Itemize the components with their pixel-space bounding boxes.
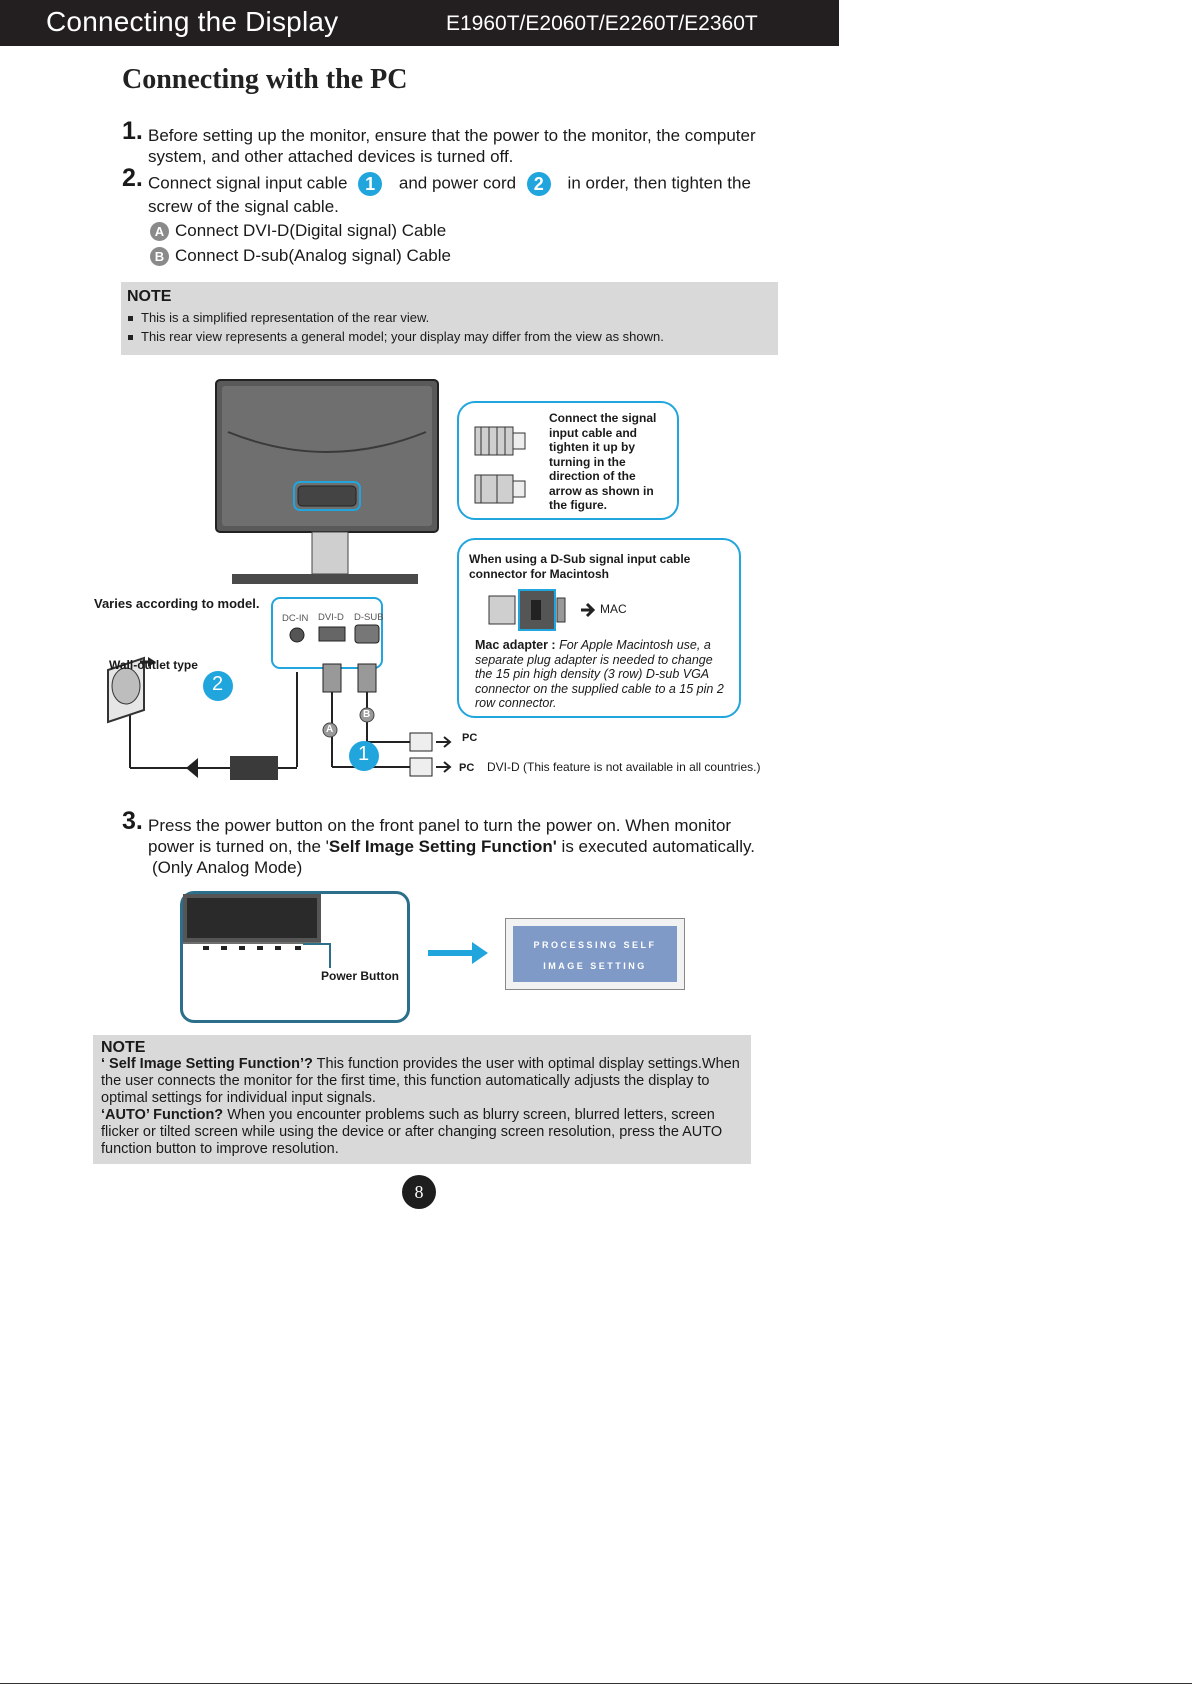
page-number: 8 (402, 1175, 436, 1209)
port-dvi-d: DVI-D (318, 612, 344, 623)
note-text: When you encounter problems such as blur… (101, 1107, 723, 1157)
pc-label: PC (462, 732, 478, 744)
pc-label: PC (459, 762, 475, 774)
power-cord-badge: 2 (526, 172, 551, 196)
note-heading: NOTE (101, 1039, 146, 1056)
mark-a: A (150, 222, 169, 242)
diagram-badge-2: 2 (212, 673, 224, 695)
step-text-part: in order, then tighten the screw of the … (148, 173, 751, 216)
varies-label: Varies according to model. (94, 596, 260, 611)
section-title: Connecting with the PC (122, 64, 408, 95)
mac-callout-title: When using a D-Sub signal input cable co… (469, 552, 691, 581)
power-button-label: Power Button (321, 969, 399, 983)
diagram-mark-a: A (326, 724, 334, 735)
step-text-bold: Self Image Setting Function' (328, 837, 557, 856)
step-text-part: (Only Analog Mode) (152, 858, 303, 877)
port-d-sub: D-SUB (354, 612, 384, 623)
step-2: 2. Connect signal input cable 1 and powe… (122, 166, 782, 217)
osd-screen: PROCESSING SELF IMAGE SETTING (505, 918, 685, 990)
step-text-part: and power cord (398, 173, 517, 193)
substep-text: Connect DVI-D(Digital signal) Cable (175, 221, 447, 240)
substep-text: Connect D-sub(Analog signal) Cable (175, 246, 451, 265)
connection-diagram (107, 379, 452, 780)
tighten-callout-text: Connect the signal input cable and tight… (549, 411, 657, 512)
note-box-2: NOTE ‘ Self Image Setting Function’? Thi… (93, 1035, 751, 1164)
mac-adapter-illustration (488, 589, 596, 631)
note-paragraph-2: ‘AUTO’ Function? When you encounter prob… (101, 1107, 747, 1158)
step-text-part: is executed automatically. (556, 837, 755, 856)
mac-adapter-label: Mac adapter : (475, 638, 556, 652)
mac-adapter-note: Mac adapter : For Apple Macintosh use, a… (475, 638, 727, 711)
mac-adapter-text: For Apple Macintosh use, a separate plug… (475, 638, 724, 710)
arrow-icon (428, 942, 488, 964)
page-title: Connecting the Display (46, 6, 339, 37)
mac-label: MAC (600, 602, 627, 616)
diagram-mark-b: B (363, 709, 371, 720)
step-text-part: Press the power button on the front pane… (148, 816, 732, 856)
step-number: 1. (122, 117, 143, 145)
connector-illustration (474, 426, 526, 504)
step-text: Connect signal input cable 1 and power c… (148, 172, 782, 217)
mac-adapter-callout: When using a D-Sub signal input cable co… (457, 538, 741, 718)
substep-a: A Connect DVI-D(Digital signal) Cable (150, 221, 447, 242)
wall-outlet-label: Wall-outlet type (109, 658, 198, 672)
note-item: This rear view represents a general mode… (128, 329, 664, 344)
signal-cable-badge: 1 (358, 172, 383, 196)
step-number: 3. (122, 807, 143, 835)
note-text: This function provides the user with opt… (101, 1056, 740, 1106)
note-item: This is a simplified representation of t… (128, 310, 429, 325)
note-paragraph-1: ‘ Self Image Setting Function’? This fun… (101, 1056, 747, 1107)
osd-message-box: PROCESSING SELF IMAGE SETTING (513, 926, 677, 982)
step-text: Press the power button on the front pane… (148, 815, 782, 878)
model-numbers: E1960T/E2060T/E2260T/E2360T (446, 12, 758, 35)
mark-b: B (150, 247, 169, 267)
step-3: 3. Press the power button on the front p… (122, 809, 782, 878)
port-dc-in: DC-IN (282, 613, 309, 624)
osd-line-1: PROCESSING SELF (533, 940, 657, 950)
osd-line-2: IMAGE SETTING (543, 961, 647, 971)
power-button-figure: Power Button (180, 891, 410, 1023)
bottom-divider (0, 1683, 1192, 1684)
note-heading: NOTE (127, 288, 172, 305)
note-box: NOTE This is a simplified representation… (121, 282, 778, 355)
step-text-part: Connect signal input cable (148, 173, 348, 193)
tighten-callout: Connect the signal input cable and tight… (457, 401, 679, 520)
dvi-note: DVI-D (This feature is not available in … (487, 760, 761, 774)
step-1: 1. Before setting up the monitor, ensure… (122, 119, 782, 167)
power-button-pointer (303, 943, 331, 968)
note-bold: ‘ Self Image Setting Function’? (101, 1056, 313, 1072)
note-bold: ‘AUTO’ Function? (101, 1107, 224, 1123)
page-header: Connecting the Display E1960T/E2060T/E22… (0, 0, 839, 46)
diagram-badge-1: 1 (358, 743, 370, 765)
step-number: 2. (122, 164, 143, 192)
monitor-front-illustration (183, 894, 321, 950)
step-text: Before setting up the monitor, ensure th… (148, 126, 756, 166)
substep-b: B Connect D-sub(Analog signal) Cable (150, 246, 451, 267)
